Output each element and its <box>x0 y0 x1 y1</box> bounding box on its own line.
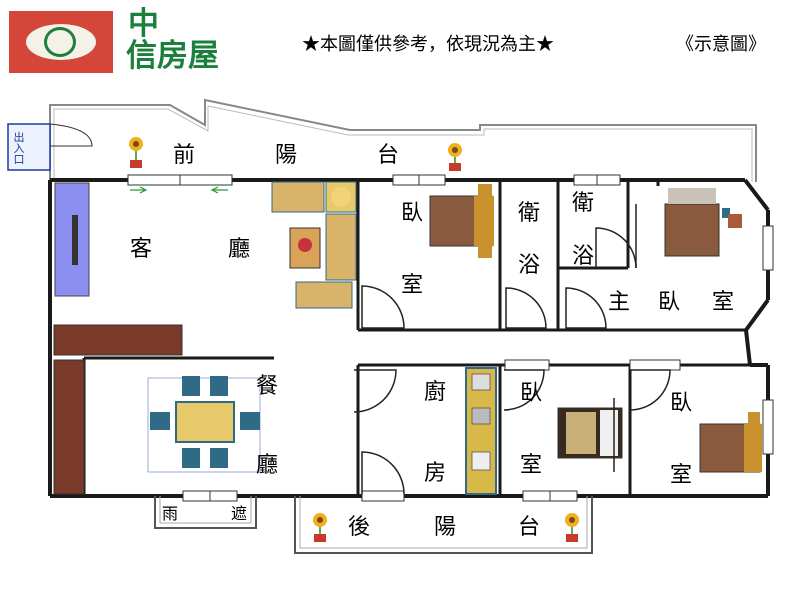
front-balcony-outline <box>49 98 757 182</box>
bedroom2-label-1: 臥 <box>520 381 543 406</box>
dining-room-label-2: 廳 <box>256 453 279 478</box>
bedroom3-label-2: 室 <box>670 463 693 488</box>
sunflower-icon <box>129 137 143 168</box>
bedroom3-label-1: 臥 <box>670 391 693 416</box>
tv-icon <box>72 215 78 265</box>
master-bedroom-label-1: 主 <box>608 290 631 315</box>
bed-icon-bedroom3 <box>699 412 762 473</box>
bed-icon-bedroom1 <box>429 184 494 258</box>
living-room-label-1: 客 <box>130 237 153 262</box>
logo-emblem-ring <box>44 27 76 57</box>
bedroom1-label-2: 室 <box>401 273 424 298</box>
diagram-tag: 《示意圖》 <box>676 34 766 55</box>
bedroom1-label-1: 臥 <box>401 201 424 226</box>
disclaimer-note: ★本圖僅供參考，依現況為主★ <box>302 34 554 55</box>
company-name-line1: 中 <box>128 6 159 42</box>
rain-shelter-outline <box>154 496 257 529</box>
master-bedroom-label-3: 室 <box>712 290 735 315</box>
sunflower-icon <box>565 513 579 542</box>
front-balcony-label-3: 台 <box>377 143 400 168</box>
sunflower-icon <box>448 143 462 171</box>
back-balcony-label-1: 後 <box>348 515 371 540</box>
bed-icon-master <box>664 188 742 257</box>
sofa-icon <box>271 181 357 309</box>
bedroom2-label-2: 室 <box>520 453 543 478</box>
company-name: 中 信房屋 <box>126 8 276 72</box>
back-balcony-label-3: 台 <box>518 515 541 540</box>
company-name-line2: 信房屋 <box>126 38 219 74</box>
kitchen-label-1: 廚 <box>424 380 447 405</box>
rain-shelter-label-2: 遮 <box>231 504 248 523</box>
front-balcony-label-1: 前 <box>173 143 196 168</box>
bath2-label-1: 衛 <box>572 191 595 216</box>
kitchen-label-2: 房 <box>424 461 447 486</box>
bed-icon-bedroom2 <box>557 407 623 459</box>
bath1-label-1: 衛 <box>518 201 541 226</box>
back-balcony-outline <box>294 496 593 554</box>
living-room-label-2: 廳 <box>228 237 251 262</box>
bath1-label-2: 浴 <box>518 253 541 278</box>
entrance-label: 出入口 <box>13 131 25 166</box>
door-swing-icon <box>353 204 671 495</box>
master-bedroom-label-2: 臥 <box>658 290 681 315</box>
windows <box>182 174 774 502</box>
bath2-label-2: 浴 <box>572 244 595 269</box>
dining-room-label-1: 餐 <box>256 374 279 399</box>
sunflower-icon <box>313 513 327 542</box>
kitchen-counter <box>465 367 497 495</box>
cabinet-dining <box>53 359 85 495</box>
rain-shelter-label-1: 雨 <box>162 504 179 523</box>
cabinet-living <box>53 324 183 356</box>
sliding-door-icon <box>127 174 233 194</box>
front-balcony-label-2: 陽 <box>275 143 298 168</box>
back-balcony-label-2: 陽 <box>434 515 457 540</box>
dining-set-icon <box>147 376 261 473</box>
entrance-door-icon <box>7 123 93 171</box>
